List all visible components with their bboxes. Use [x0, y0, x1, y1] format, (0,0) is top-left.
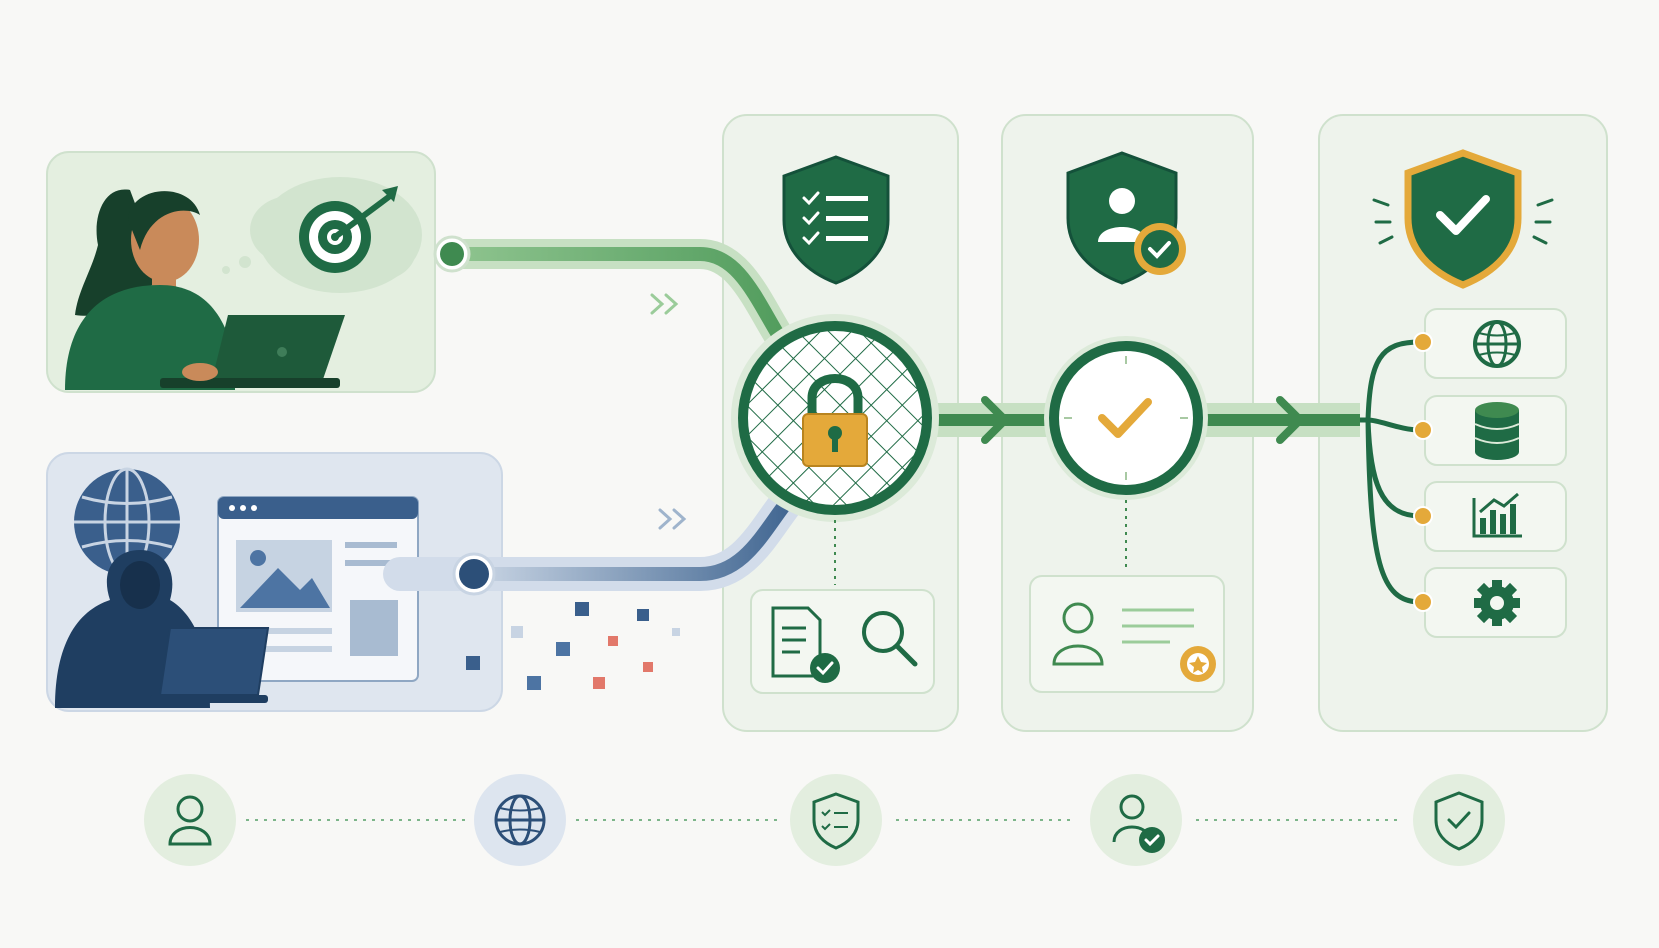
user-icon	[168, 795, 212, 846]
timeline-step-web	[474, 774, 566, 866]
resource-item-database	[1413, 395, 1567, 466]
data-fragments	[466, 602, 680, 690]
database-icon	[1474, 402, 1520, 460]
checklist-shield-icon	[812, 792, 860, 850]
checklist-shield-icon	[782, 155, 890, 285]
source-panel-user	[46, 151, 436, 393]
globe-icon	[494, 794, 546, 846]
padlock-icon	[802, 374, 868, 467]
timeline-step-user	[144, 774, 236, 866]
gate-evidence-card	[750, 589, 935, 694]
analytics-chart-icon	[1472, 492, 1522, 538]
woman-at-laptop-illustration	[65, 189, 345, 390]
timeline-step-checklist	[790, 774, 882, 866]
gear-icon	[1474, 580, 1520, 626]
document-check-icon	[771, 606, 840, 683]
clock-check-icon	[1044, 336, 1208, 500]
resource-tree	[1360, 339, 1421, 605]
user-check-icon	[1112, 794, 1165, 853]
profile-card-icon	[1029, 575, 1225, 693]
verified-shield-icon	[1372, 149, 1554, 289]
shield-check-icon	[1434, 791, 1484, 851]
badge-star-icon	[1180, 646, 1216, 682]
timeline-step-verified-user	[1090, 774, 1182, 866]
hooded-figure-illustration	[55, 550, 270, 708]
target-icon	[299, 186, 398, 273]
timeline-step-secured	[1413, 774, 1505, 866]
timeline	[144, 774, 1505, 866]
user-shield-check-icon	[1066, 151, 1186, 285]
web-page-window	[217, 496, 419, 682]
resource-item-settings	[1413, 567, 1567, 638]
magnifier-icon	[862, 611, 918, 667]
globe-icon	[74, 467, 180, 577]
globe-icon	[1473, 320, 1521, 368]
resource-item-analytics	[1413, 481, 1567, 552]
resource-item-globe	[1413, 308, 1567, 379]
